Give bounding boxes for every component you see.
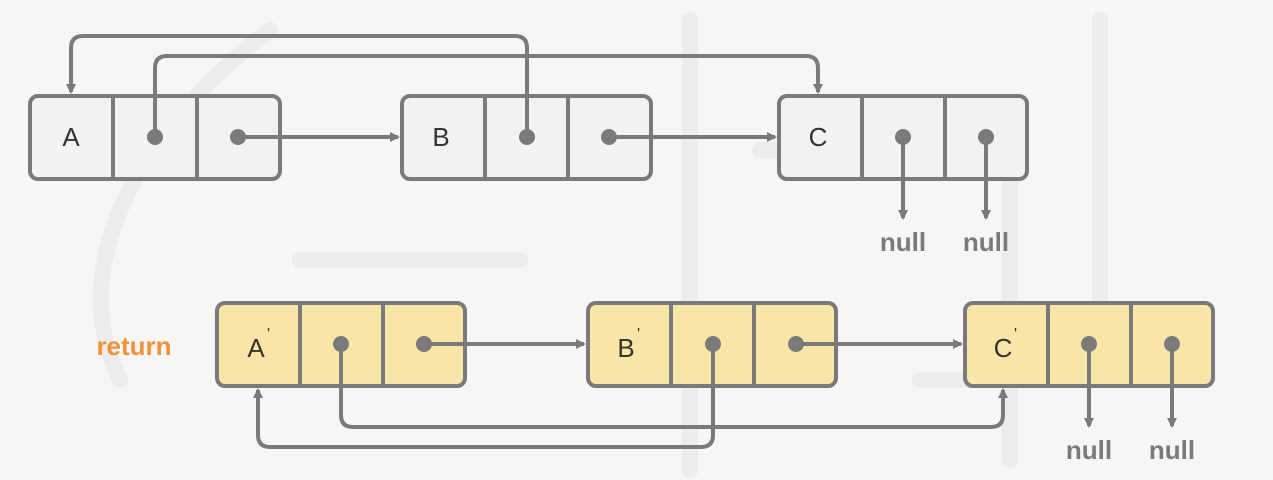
return-label: return [96, 331, 171, 361]
node-c-prime-mark: ' [1014, 326, 1017, 343]
node-c-prime-label: C [994, 333, 1013, 363]
node-c-label: C [809, 122, 828, 152]
arrow-b-prime-random-to-a-prime [253, 344, 715, 449]
null-label-3: null [1066, 435, 1112, 465]
arrow-a-random-to-c [153, 54, 823, 137]
null-label-1: null [880, 227, 926, 257]
node-a-prime-mark: ' [267, 326, 270, 343]
null-label-4: null [1149, 435, 1195, 465]
arrow-a-prime-random-to-c-prime [339, 344, 1008, 429]
node-b-prime-label: B [617, 333, 634, 363]
node-a: A [28, 94, 282, 181]
node-a-prime-label: A [247, 333, 265, 363]
original-list: A B C null null [28, 34, 1029, 257]
node-a-label: A [62, 122, 80, 152]
node-b-prime-mark: ' [637, 326, 640, 343]
copied-list: return A ' B ' C ' [96, 301, 1215, 465]
arrow-b-random-to-a [66, 34, 529, 137]
node-b-label: B [432, 122, 449, 152]
null-label-2: null [963, 227, 1009, 257]
